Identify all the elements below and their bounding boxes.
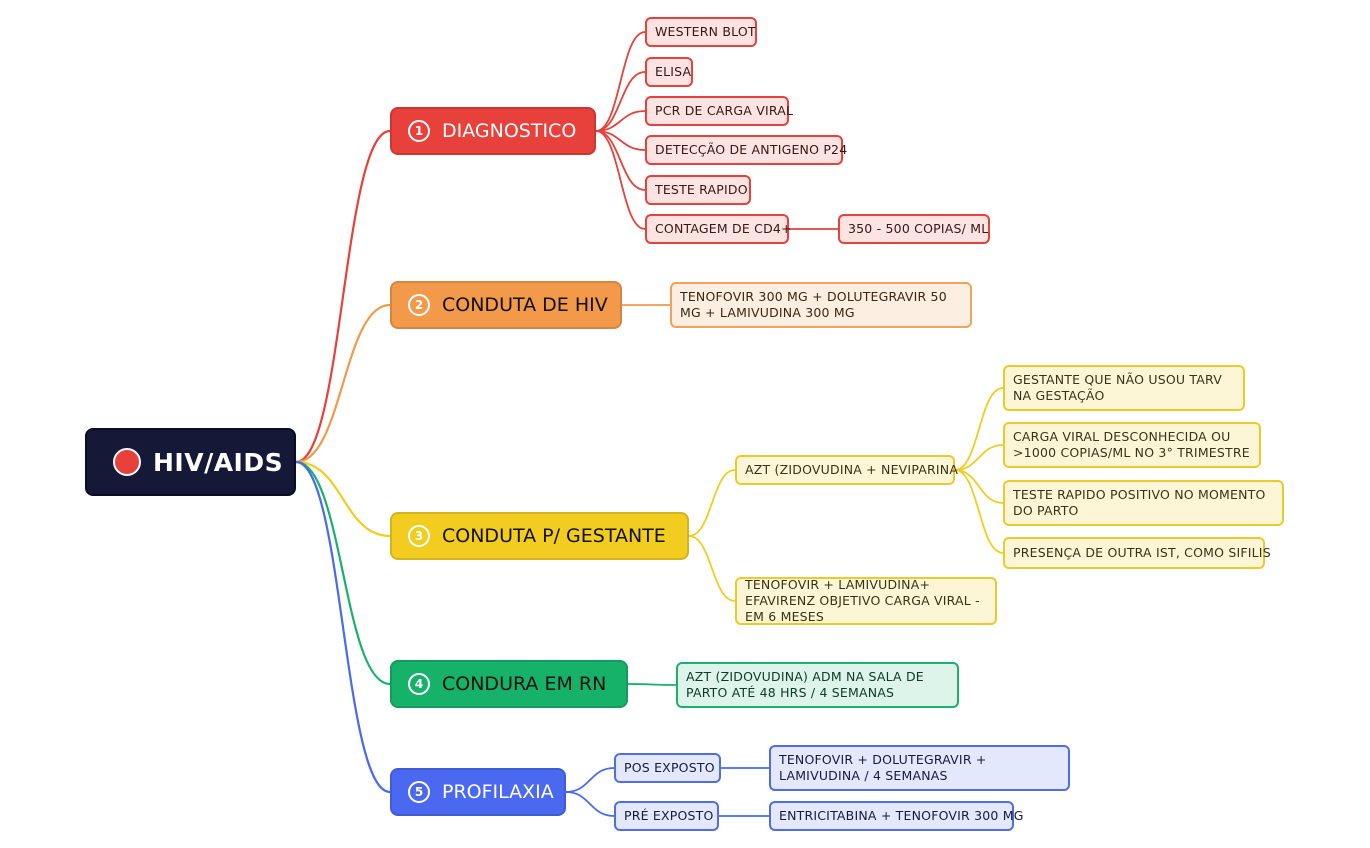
leaf-pre-exposto[interactable]: PRÉ EXPOSTO — [614, 801, 719, 831]
leaf-cd4[interactable]: CONTAGEM DE CD4+ — [645, 214, 792, 244]
leaf-conduta-hiv-regimen[interactable]: TENOFOVIR 300 MG + DOLUTEGRAVIR 50 MG + … — [670, 282, 972, 328]
azt-detail-connector — [954, 469, 1004, 554]
leaf-cd4-detail[interactable]: 350 - 500 COPIAS/ ML — [838, 214, 990, 244]
root-connector — [294, 460, 392, 794]
leaf-pos-exposto[interactable]: POS EXPOSTO — [614, 753, 721, 783]
leaf-text: TENOFOVIR 300 MG + DOLUTEGRAVIR 50 MG + … — [680, 289, 947, 320]
branch-diagnostico[interactable]: 1 DIAGNOSTICO — [390, 107, 596, 155]
leaf-prep-regimen[interactable]: ENTRICITABINA + TENOFOVIR 300 MG — [769, 801, 1023, 831]
leaf-tenofovir-efavirenz[interactable]: TENOFOVIR + LAMIVUDINA+ EFAVIRENZ OBJETI… — [735, 577, 997, 625]
diagnostico-connector — [595, 31, 646, 132]
number-5-icon: 5 — [408, 781, 430, 803]
red-dot-icon — [113, 448, 141, 476]
leaf-text: PCR DE CARGA VIRAL — [655, 103, 794, 118]
leaf-text: DETECÇÃO DE ANTIGENO P24 — [655, 142, 848, 157]
root-connector — [294, 303, 392, 464]
branch-label: CONDURA EM RN — [442, 673, 607, 695]
gestante-connector — [688, 535, 736, 602]
diagnostico-connector — [595, 71, 646, 132]
branch-label: DIAGNOSTICO — [442, 120, 577, 142]
leaf-text: ELISA — [655, 64, 692, 79]
number-4-icon: 4 — [408, 673, 430, 695]
profilaxia-connector — [565, 767, 615, 793]
branch-label: CONDUTA P/ GESTANTE — [442, 525, 666, 547]
leaf-text: AZT (ZIDOVUDINA + NEVIPARINA — [745, 462, 959, 477]
number-3-icon: 3 — [408, 525, 430, 547]
diagnostico-connector — [595, 130, 646, 230]
leaf-western-blot[interactable]: WESTERN BLOT — [645, 17, 757, 47]
branch-profilaxia[interactable]: 5 PROFILAXIA — [390, 768, 566, 816]
branch-condura-rn[interactable]: 4 CONDURA EM RN — [390, 660, 628, 708]
root-connector — [294, 129, 392, 464]
leaf-pep-regimen[interactable]: TENOFOVIR + DOLUTEGRAVIR + LAMIVUDINA / … — [769, 745, 1070, 791]
branch-label: CONDUTA DE HIV — [442, 294, 608, 316]
azt-detail-connector — [954, 444, 1004, 471]
leaf-text: GESTANTE QUE NÃO USOU TARV NA GESTAÇÃO — [1013, 372, 1222, 403]
leaf-text: WESTERN BLOT — [655, 24, 756, 39]
leaf-teste-rapido-parto[interactable]: TESTE RAPIDO POSITIVO NO MOMENTO DO PART… — [1003, 480, 1284, 526]
leaf-text: PRESENÇA DE OUTRA IST, COMO SIFILIS — [1013, 545, 1271, 560]
leaf-teste-rapido[interactable]: TESTE RAPIDO — [645, 175, 751, 205]
branch-conduta-hiv[interactable]: 2 CONDUTA DE HIV — [390, 281, 622, 329]
leaf-text: TENOFOVIR + DOLUTEGRAVIR + LAMIVUDINA / … — [779, 752, 987, 783]
gestante-connector — [688, 469, 736, 537]
leaf-text: AZT (ZIDOVUDINA) ADM NA SALA DE PARTO AT… — [686, 669, 924, 700]
leaf-text: PRÉ EXPOSTO — [624, 808, 714, 823]
leaf-elisa[interactable]: ELISA — [645, 57, 693, 87]
leaf-text: CONTAGEM DE CD4+ — [655, 221, 792, 236]
root-title: HIV/AIDS — [153, 447, 284, 477]
leaf-text: POS EXPOSTO — [624, 760, 715, 775]
number-2-icon: 2 — [408, 294, 430, 316]
azt-detail-connector — [954, 387, 1004, 471]
branch-conduta-gestante[interactable]: 3 CONDUTA P/ GESTANTE — [390, 512, 689, 560]
leaf-text: TESTE RAPIDO — [655, 182, 748, 197]
leaf-text: CARGA VIRAL DESCONHECIDA OU >1000 COPIAS… — [1013, 429, 1250, 460]
number-1-icon: 1 — [408, 120, 430, 142]
leaf-azt-neviparina[interactable]: AZT (ZIDOVUDINA + NEVIPARINA — [735, 455, 959, 485]
root-node[interactable]: HIV/AIDS — [85, 428, 296, 496]
leaf-text: TENOFOVIR + LAMIVUDINA+ EFAVIRENZ OBJETI… — [745, 577, 980, 624]
root-connector — [294, 460, 392, 538]
leaf-pcr[interactable]: PCR DE CARGA VIRAL — [645, 96, 793, 126]
leaf-outra-ist[interactable]: PRESENÇA DE OUTRA IST, COMO SIFILIS — [1003, 537, 1271, 569]
root-connector — [294, 460, 392, 686]
leaf-text: 350 - 500 COPIAS/ ML — [848, 221, 989, 236]
leaf-p24[interactable]: DETECÇÃO DE ANTIGENO P24 — [645, 135, 847, 165]
diagnostico-connector — [595, 110, 646, 132]
leaf-text: ENTRICITABINA + TENOFOVIR 300 MG — [779, 808, 1024, 823]
branch-label: PROFILAXIA — [442, 781, 554, 803]
leaf-carga-viral[interactable]: CARGA VIRAL DESCONHECIDA OU >1000 COPIAS… — [1003, 422, 1261, 468]
profilaxia-connector — [565, 791, 615, 817]
rn-connector — [627, 683, 677, 686]
leaf-gestante-sem-tarv[interactable]: GESTANTE QUE NÃO USOU TARV NA GESTAÇÃO — [1003, 365, 1245, 411]
leaf-text: TESTE RAPIDO POSITIVO NO MOMENTO DO PART… — [1013, 487, 1266, 518]
leaf-azt-rn[interactable]: AZT (ZIDOVUDINA) ADM NA SALA DE PARTO AT… — [676, 662, 959, 708]
azt-detail-connector — [954, 469, 1004, 504]
